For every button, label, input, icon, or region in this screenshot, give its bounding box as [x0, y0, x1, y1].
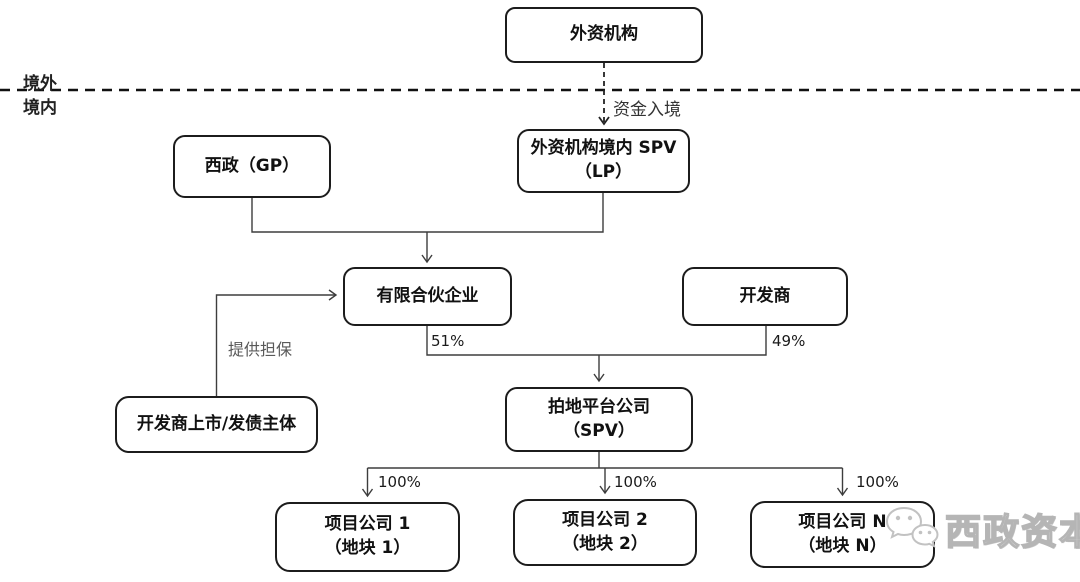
developer-share-label: 49%	[772, 332, 806, 350]
node-label: 外资机构	[570, 24, 638, 45]
node-label-line2: （LP）	[574, 162, 633, 182]
node-project-company-1: 项目公司 1 （地块 1）	[275, 502, 460, 572]
node-label-line2: （地块 2）	[562, 533, 648, 554]
node-label-line1: 外资机构境内 SPV	[530, 138, 677, 159]
watermark-text: 西政资本	[944, 511, 1080, 554]
node-developer: 开发商	[682, 267, 848, 326]
edge-shareholder-join	[426, 326, 767, 356]
edge-gp-lp-join	[251, 193, 604, 233]
node-label-line2: （SPV）	[563, 420, 635, 441]
node-foreign-spv-lp: 外资机构境内 SPV （LP）	[517, 129, 690, 193]
node-label: 有限合伙企业	[376, 285, 479, 306]
node-land-platform-spv: 拍地平台公司 （SPV）	[505, 387, 693, 452]
node-project-company-2: 项目公司 2 （地块 2）	[513, 499, 697, 566]
node-xizheng-gp: 西政（GP）	[173, 135, 331, 198]
guarantee-label: 提供担保	[228, 340, 293, 359]
node-developer-listed-issuer: 开发商上市/发债主体	[115, 396, 318, 453]
projectn-share-label: 100%	[856, 473, 899, 491]
project1-share-label: 100%	[378, 473, 421, 491]
node-label-line1: 项目公司 2	[562, 509, 648, 530]
node-label-line2: （地块 1）	[324, 538, 411, 558]
node-label-line1: 项目公司 N	[798, 511, 887, 532]
node-label-line2: （地块 N）	[798, 535, 887, 556]
wechat-icon	[885, 506, 939, 548]
node-label-line1: 拍地平台公司	[548, 396, 650, 417]
project2-share-label: 100%	[614, 473, 657, 491]
watermark: 西政资本	[884, 503, 1080, 555]
node-foreign-institution: 外资机构	[505, 7, 703, 63]
node-label-line1: 项目公司 1	[324, 514, 411, 535]
capital-entry-label: 资金入境	[613, 100, 681, 120]
partnership-share-label: 51%	[431, 332, 465, 350]
offshore-label: 境外	[23, 74, 57, 94]
node-label: 开发商上市/发债主体	[136, 413, 297, 434]
node-label: 开发商	[739, 285, 791, 306]
edge-guarantee-arrow	[215, 289, 338, 396]
node-limited-partnership: 有限合伙企业	[343, 267, 512, 326]
node-label: 西政（GP）	[204, 155, 300, 176]
onshore-label: 境内	[23, 98, 57, 118]
